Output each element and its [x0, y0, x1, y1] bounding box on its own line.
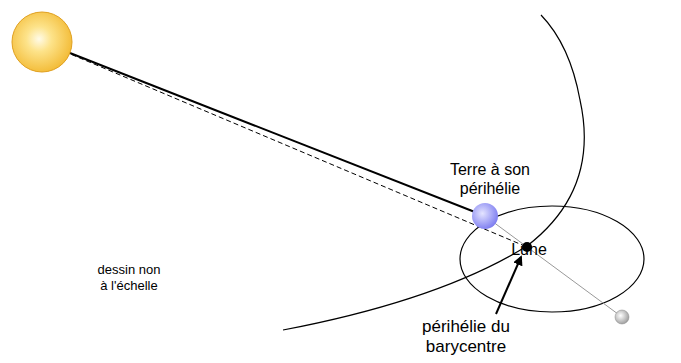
moon-label: Lune — [509, 240, 549, 259]
sun-barycenter-line — [42, 42, 527, 247]
barycenter-label: périhélie du barycentre — [380, 317, 552, 358]
sun — [12, 12, 72, 72]
earth-moon-line — [485, 216, 622, 317]
earth — [472, 203, 498, 229]
moon — [615, 310, 629, 324]
sun-earth-line — [42, 42, 485, 216]
barycenter-orbit — [283, 15, 584, 330]
scale-note: dessin non à l'échelle — [94, 262, 164, 293]
earth-label: Terre à son périhélie — [440, 160, 540, 198]
pointer-arrow — [496, 257, 521, 314]
